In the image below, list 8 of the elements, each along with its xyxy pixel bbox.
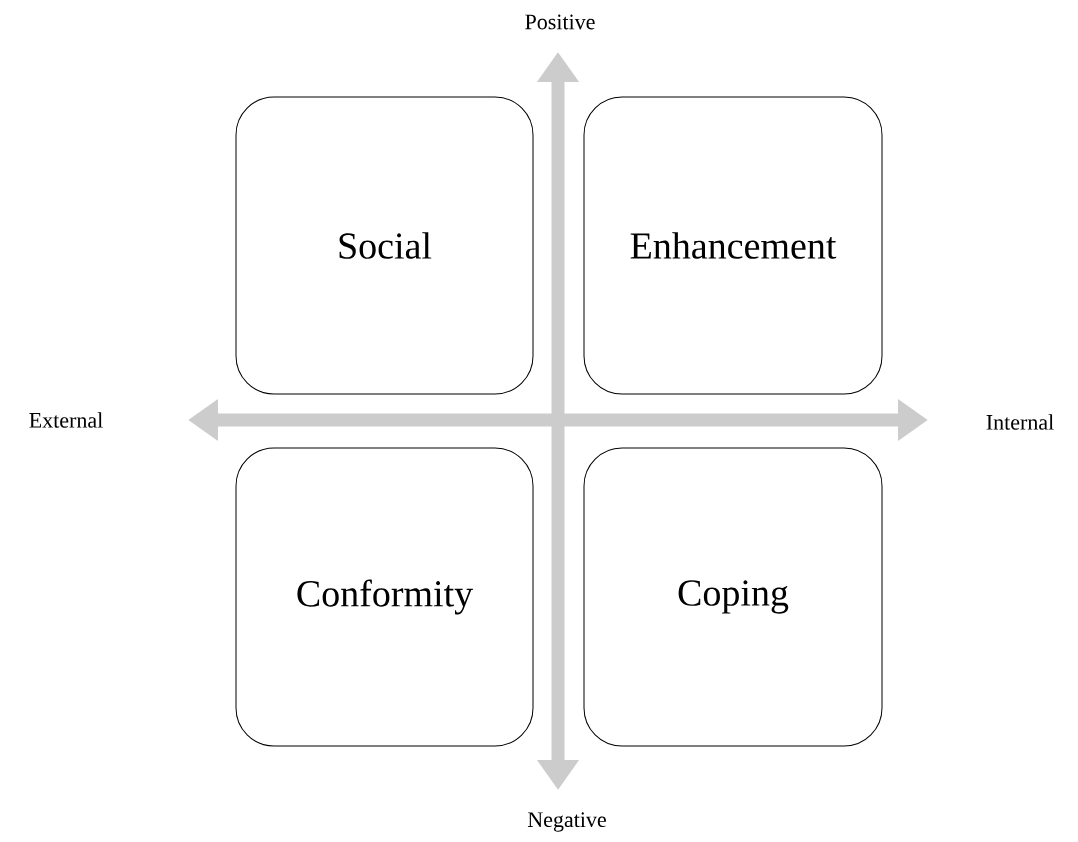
axis-label: Negative xyxy=(527,812,606,832)
quadrant-box: Coping xyxy=(583,447,883,747)
axis-label: Internal xyxy=(986,414,1054,430)
quadrant-box: Conformity xyxy=(235,447,534,747)
quadrant-box: Enhancement xyxy=(583,96,883,395)
axis-label: External xyxy=(29,412,103,428)
quadrant-box: Social xyxy=(235,96,534,395)
axis-label: Positive xyxy=(525,14,595,30)
